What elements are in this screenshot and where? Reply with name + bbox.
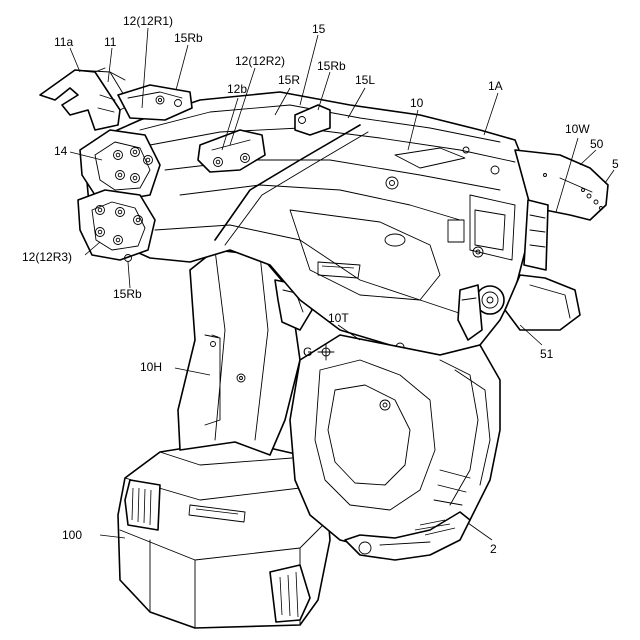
label-12-12r1: 12(12R1) <box>123 14 173 28</box>
label-15l: 15L <box>355 73 375 87</box>
label-10h: 10H <box>140 360 162 374</box>
label-14: 14 <box>54 144 68 158</box>
label-12-12r2: 12(12R2) <box>235 54 285 68</box>
label-12-12r3: 12(12R3) <box>22 250 72 264</box>
label-15rb-top: 15Rb <box>174 31 203 45</box>
label-15r: 15R <box>278 73 300 87</box>
label-10w: 10W <box>565 122 590 136</box>
label-100: 100 <box>62 528 82 542</box>
contact-51 <box>505 275 580 330</box>
label-15rb-mid: 15Rb <box>317 59 346 73</box>
label-g: G <box>303 345 312 359</box>
label-11: 11 <box>104 35 117 49</box>
label-15: 15 <box>312 22 326 36</box>
label-51: 51 <box>540 347 554 361</box>
label-5: 5 <box>612 157 619 171</box>
label-1a: 1A <box>488 79 503 93</box>
clamp-plates <box>78 130 160 262</box>
label-10-top: 10 <box>410 96 424 110</box>
label-10t: 10T <box>328 311 349 325</box>
label-11a: 11a <box>54 35 73 49</box>
label-15rb-low: 15Rb <box>113 287 142 301</box>
battery-grille <box>125 480 160 530</box>
label-50: 50 <box>590 137 604 151</box>
label-2: 2 <box>490 542 497 556</box>
label-12b: 12b <box>227 82 247 96</box>
hook-11 <box>40 68 130 130</box>
